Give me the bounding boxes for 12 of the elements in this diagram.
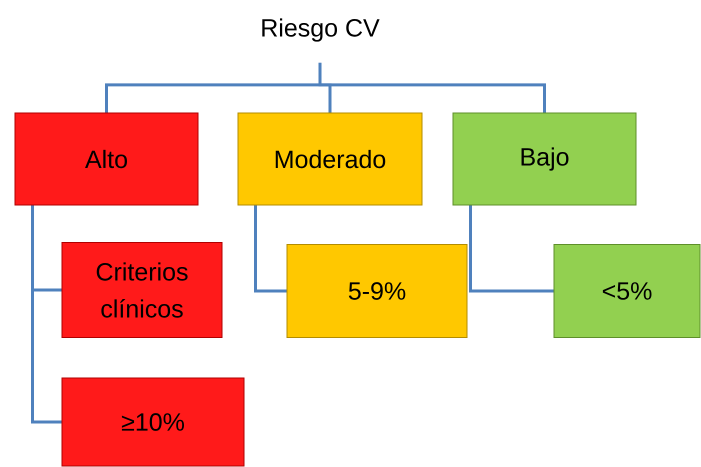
category-box: Criterios clínicos — [62, 242, 222, 338]
category-box: 5-9% — [286, 244, 468, 338]
category-box: ≥10% — [62, 378, 244, 466]
connector-line — [469, 206, 554, 292]
connector-line — [254, 206, 286, 292]
title-text: Riesgo CV — [262, 18, 380, 42]
category-box: Moderado — [238, 112, 422, 206]
category-box: <5% — [554, 244, 700, 338]
category-box: Alto — [14, 112, 198, 206]
connector-line — [318, 62, 546, 112]
connector-line — [31, 206, 62, 424]
category-box: Bajo — [452, 112, 636, 206]
